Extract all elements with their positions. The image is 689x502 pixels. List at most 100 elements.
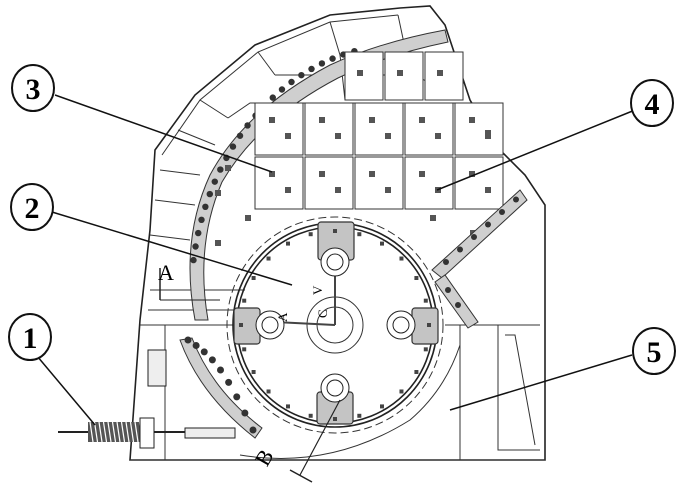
arc-bolt (241, 409, 249, 417)
arc-bolt (225, 378, 233, 386)
rotor-dot (414, 276, 419, 280)
spring-coil (129, 421, 135, 443)
plate-bolt (499, 209, 505, 215)
block-bolt (419, 117, 425, 123)
spring-coil (120, 421, 126, 443)
hammer-top (317, 221, 355, 277)
grinding-arc (179, 336, 461, 459)
plate-bolt (471, 234, 477, 240)
block-bolt (285, 133, 291, 139)
callout-5-label: 5 (647, 336, 662, 369)
spring-coil (98, 421, 103, 443)
liner-bolt (308, 65, 315, 73)
spring-coil (116, 421, 121, 443)
block-bolt (430, 215, 436, 221)
spring-coil (102, 421, 108, 443)
block-bolt (369, 117, 375, 123)
block-bolt (319, 117, 325, 123)
spring-coil (93, 421, 99, 443)
rotor-dot (242, 298, 247, 303)
rotor-dot (308, 413, 313, 418)
hammer-left (233, 307, 285, 345)
spring-coil (134, 421, 139, 443)
liner-bolt (192, 243, 199, 250)
rotor-dot (333, 229, 337, 233)
liner-bolt (190, 256, 197, 264)
wear-block (354, 102, 404, 156)
rotor-mark-a: A (275, 312, 290, 322)
rotor: V C A (226, 216, 444, 434)
arc-bolt (208, 356, 216, 364)
block-bolt (469, 117, 475, 123)
rotor-dot (333, 417, 337, 421)
arc-bolt (233, 393, 241, 401)
callout-4: 4 (630, 79, 674, 127)
plate-bolt (445, 287, 451, 293)
rotor-dot (286, 241, 290, 246)
spring-coil (89, 421, 94, 443)
wear-block (344, 51, 384, 101)
block-bolt (269, 117, 275, 123)
rotor-dot (357, 232, 362, 237)
leader-lines (31, 94, 636, 426)
block-bolt (215, 190, 221, 196)
block-bolt (435, 133, 441, 139)
block-bolt (485, 130, 491, 136)
arc-bolt (200, 348, 208, 356)
rotor-dot (423, 298, 428, 303)
block-bolt (319, 171, 325, 177)
rotor-dot (380, 404, 384, 409)
liner-bolt (195, 229, 202, 237)
wear-block (304, 102, 354, 156)
callout-3-label: 3 (26, 73, 41, 106)
spring-assembly (58, 349, 236, 449)
block-bolt (397, 70, 403, 76)
arc-bolt (249, 426, 257, 434)
block-bolt (385, 133, 391, 139)
rotor-dot (266, 389, 271, 394)
liner-bolt (244, 122, 251, 129)
block-bolt (485, 187, 491, 193)
block-bolt (269, 171, 275, 177)
block-bolt (369, 171, 375, 177)
rotor-dot (251, 370, 256, 374)
wear-block-grid (215, 51, 504, 246)
plate-bolt (455, 302, 461, 308)
plate-bolt (457, 246, 463, 253)
plate-bolt (443, 259, 449, 265)
block-bolt (215, 240, 221, 246)
liner-bolt (329, 55, 336, 62)
liner-bolt (229, 143, 237, 150)
spring-coil (125, 421, 130, 443)
wear-block (304, 156, 354, 210)
rotor-mark-c: C (315, 309, 330, 318)
liner-bolt (269, 94, 276, 101)
wear-block (384, 51, 424, 101)
callout-1-label: 1 (23, 322, 38, 355)
callout-5: 5 (632, 327, 676, 375)
block-bolt (469, 171, 475, 177)
rotor-dot (399, 256, 404, 261)
wear-block (354, 156, 404, 210)
liner-bolt (318, 60, 326, 67)
rotor-dot (242, 347, 247, 352)
rotor-dot (357, 413, 362, 418)
arc-bolt (184, 336, 192, 344)
liner-bolt (206, 190, 213, 198)
wear-block (424, 51, 464, 101)
block-bolt (225, 165, 231, 171)
callout-4-label: 4 (645, 88, 660, 121)
rotor-dot (308, 232, 313, 237)
rotor-dot (423, 347, 428, 352)
rotor-dot (239, 323, 243, 327)
block-bolt (245, 215, 251, 221)
rotor-dot (399, 389, 404, 394)
hammer-bottom (316, 373, 354, 425)
rotor-dot (414, 370, 419, 374)
block-bolt (437, 70, 443, 76)
block-bolt (385, 187, 391, 193)
section-label-a: A (158, 260, 174, 285)
plate-bolt (513, 196, 519, 203)
arc-bolt (217, 366, 224, 374)
block-bolt (419, 171, 425, 177)
